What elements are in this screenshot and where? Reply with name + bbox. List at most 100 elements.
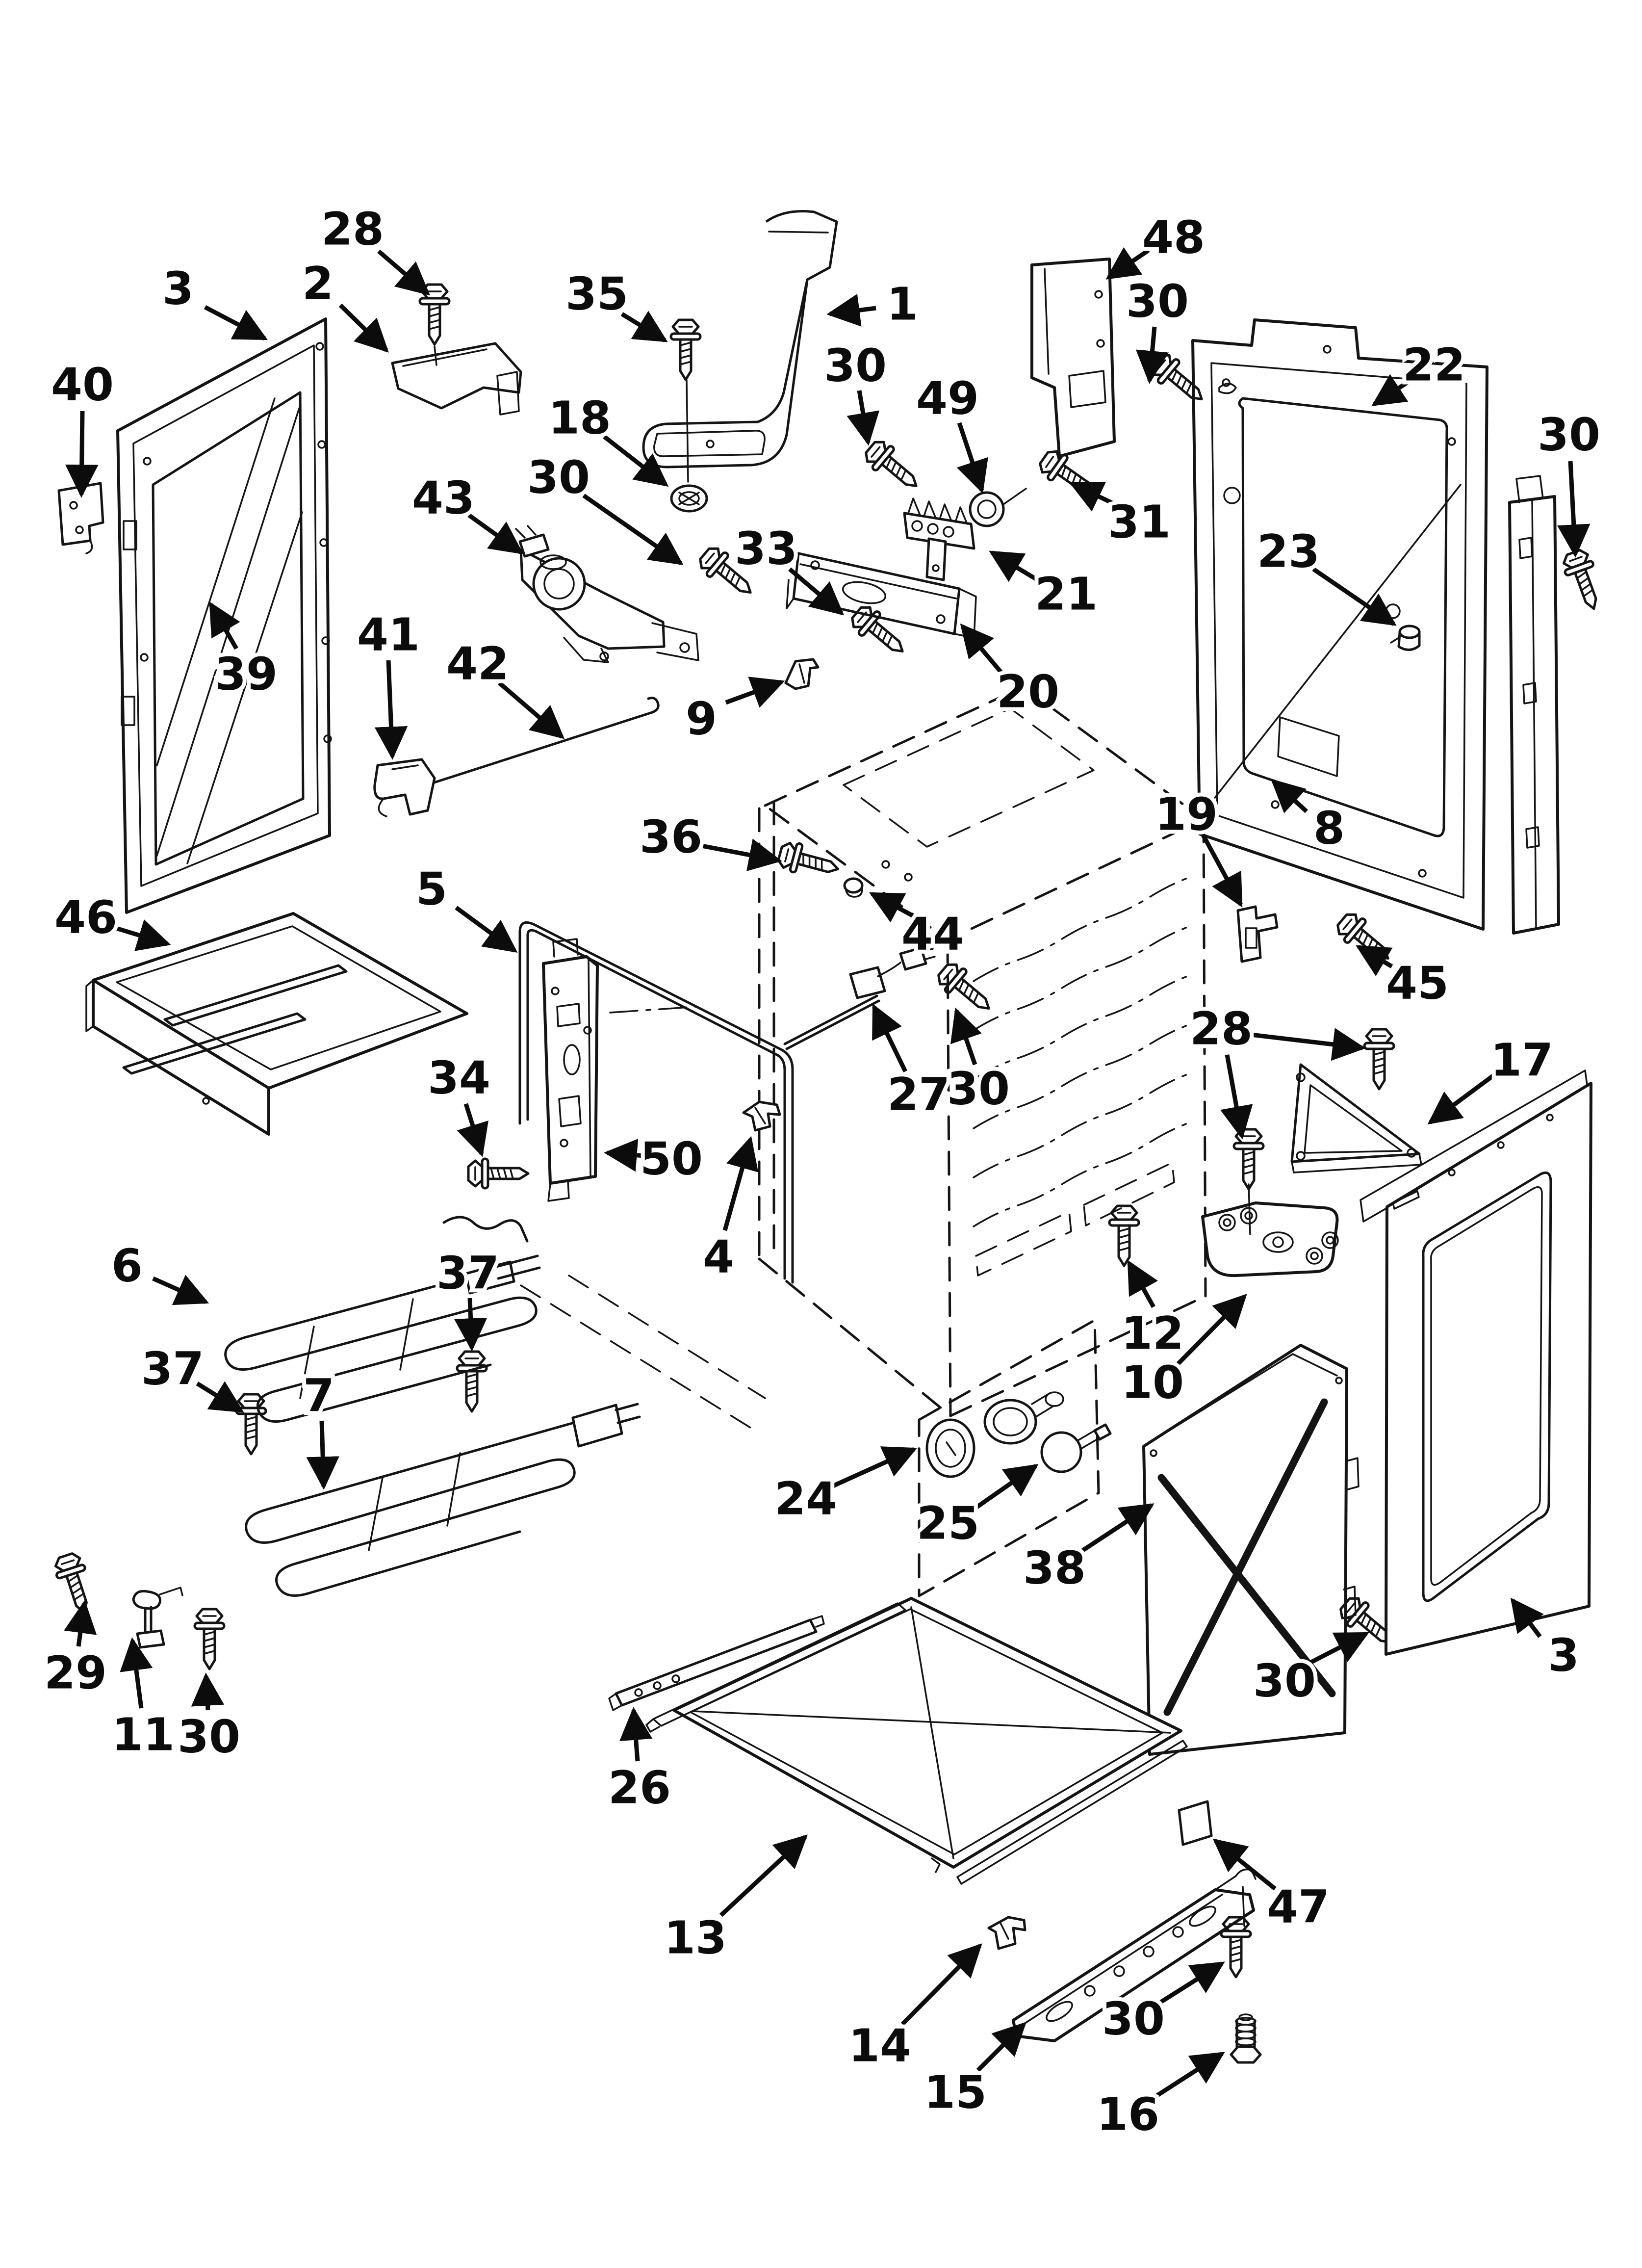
- callout-arrow-34: [457, 1103, 489, 1157]
- callout-arrow-30: [582, 494, 684, 565]
- callout-arrow-37: [454, 1298, 487, 1352]
- vent-trim-1: [642, 210, 838, 483]
- callout-label-3: 3: [162, 262, 194, 315]
- support-bracket-20: [786, 552, 977, 639]
- callout-label-35: 35: [565, 268, 628, 320]
- callout-label-13: 13: [664, 1912, 727, 1964]
- callout-label-10: 10: [1121, 1356, 1184, 1409]
- callout-label-44: 44: [901, 908, 964, 961]
- callout-label-6: 6: [111, 1240, 143, 1292]
- callout-arrow-15: [976, 2022, 1026, 2072]
- callout-arrow-36: [696, 838, 782, 871]
- callout-arrow-44: [869, 892, 916, 923]
- callout-label-7: 7: [303, 1370, 334, 1422]
- screw-icon: [236, 1394, 266, 1454]
- rear-trim-strip: [1508, 475, 1560, 935]
- callout-label-30: 30: [1253, 1655, 1316, 1707]
- callout-label-20: 20: [997, 666, 1059, 718]
- screw-icon: [1364, 1029, 1394, 1089]
- cabinet-clip-4: [742, 1100, 781, 1132]
- callout-arrow-3: [1510, 1597, 1544, 1638]
- callout-label-5: 5: [416, 863, 447, 915]
- callout-label-18: 18: [548, 392, 611, 444]
- drawer-pan-46: [85, 912, 468, 1136]
- screw-icon: [1109, 1206, 1139, 1266]
- screw-icon: [420, 285, 449, 344]
- gusset-bracket-17: [1290, 1063, 1422, 1173]
- callout-arrow-30: [1135, 326, 1169, 384]
- callout-arrow-20: [960, 623, 1005, 677]
- callout-arrow-31: [1069, 481, 1120, 512]
- callout-arrow-38: [1078, 1503, 1155, 1554]
- callout-label-36: 36: [640, 811, 702, 863]
- callout-arrow-7: [306, 1420, 339, 1490]
- screw-icon: [861, 436, 925, 497]
- callout-label-26: 26: [608, 1762, 671, 1814]
- callout-label-42: 42: [446, 638, 509, 690]
- callout-label-39: 39: [215, 648, 278, 701]
- door-seal-5: [518, 921, 794, 1284]
- callout-label-9: 9: [686, 693, 717, 745]
- latch-hook-19: [1236, 905, 1279, 963]
- callout-label-28: 28: [1190, 1003, 1253, 1055]
- hinge-bracket-40: [57, 482, 104, 554]
- callout-label-12: 12: [1121, 1307, 1184, 1360]
- callout-label-11: 11: [112, 1709, 175, 1761]
- callout-arrow-6: [152, 1275, 209, 1305]
- hex-nut-49: [969, 488, 1027, 527]
- callout-label-50: 50: [640, 1133, 703, 1185]
- callout-label-14: 14: [848, 2020, 911, 2072]
- callout-arrow-33: [788, 567, 845, 616]
- callout-arrow-45: [1356, 945, 1393, 976]
- sensor-clip-9: [784, 658, 820, 690]
- bake-element-7: [245, 1403, 641, 1597]
- callout-arrow-35: [620, 311, 668, 342]
- callout-arrow-30: [1557, 461, 1591, 558]
- callout-label-30: 30: [824, 339, 887, 392]
- anti-tip-foot-11: [132, 1587, 183, 1649]
- callout-label-2: 2: [302, 258, 334, 310]
- callout-arrow-22: [1371, 374, 1413, 406]
- callout-arrow-43: [467, 513, 524, 554]
- callout-label-19: 19: [1155, 788, 1218, 841]
- trim-clip-14: [987, 1916, 1026, 1950]
- callout-arrow-46: [112, 919, 171, 951]
- callout-arrow-11: [120, 1637, 153, 1709]
- bottom-panel-13: [645, 1597, 1188, 1885]
- callout-label-43: 43: [412, 472, 475, 524]
- rear-panel: [1191, 318, 1488, 931]
- callout-label-45: 45: [1386, 957, 1449, 1010]
- screw-icon: [933, 959, 998, 1019]
- callout-arrow-30: [191, 1672, 225, 1711]
- callout-label-3: 3: [1548, 1629, 1579, 1682]
- rear-support-bracket: [1030, 258, 1116, 458]
- callout-label-30: 30: [178, 1711, 240, 1763]
- callout-label-49: 49: [916, 372, 979, 425]
- callout-label-30: 30: [947, 1063, 1010, 1115]
- callout-label-30: 30: [1102, 1993, 1165, 2045]
- callout-arrow-17: [1427, 1072, 1496, 1125]
- hole-plug-44: [843, 877, 864, 898]
- callout-arrow-10: [1176, 1294, 1247, 1366]
- screw-icon: [1221, 1917, 1251, 1977]
- callout-arrow-9: [725, 677, 785, 708]
- callout-arrow-23: [1312, 567, 1397, 626]
- callout-label-47: 47: [1267, 1881, 1330, 1933]
- screw-icon: [776, 839, 842, 884]
- callout-arrow-49: [956, 422, 988, 494]
- callout-label-33: 33: [735, 522, 797, 575]
- screw-icon: [195, 1609, 224, 1669]
- broil-element-6: [224, 1216, 541, 1423]
- callout-label-21: 21: [1035, 568, 1098, 621]
- side-access-panel-38: [1142, 1344, 1360, 1756]
- callout-arrow-47: [1212, 1838, 1277, 1891]
- callout-label-31: 31: [1108, 496, 1171, 548]
- callout-arrow-24: [831, 1446, 918, 1489]
- callout-arrow-40: [65, 411, 99, 498]
- callout-arrow-16: [1152, 2052, 1225, 2100]
- callout-label-27: 27: [887, 1069, 950, 1121]
- callout-arrow-18: [603, 435, 669, 487]
